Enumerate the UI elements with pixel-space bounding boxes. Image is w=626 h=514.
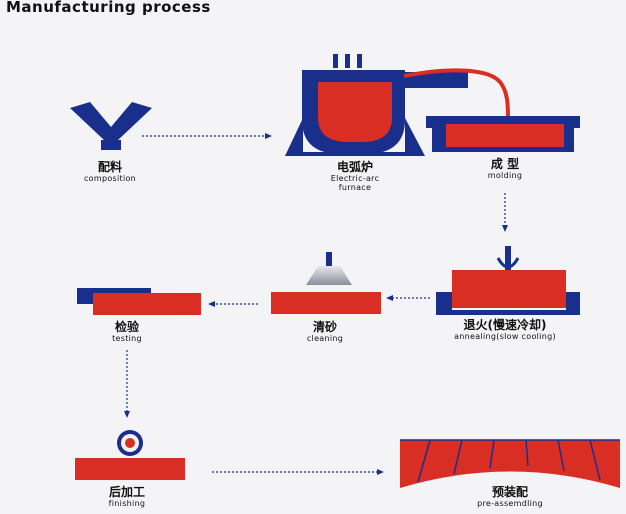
arrowheads (124, 133, 508, 475)
step-preassembling-en: pre-assemdling (477, 499, 543, 508)
annealing-icon (436, 246, 580, 315)
step-furnace-en-2: furnace (338, 183, 372, 192)
step-annealing-en: annealing(slow cooling) (454, 332, 556, 341)
step-furnace-cn: 电弧炉 (336, 160, 373, 174)
step-annealing-cn: 退火(慢速冷却) (463, 318, 547, 332)
finishing-icon (75, 430, 185, 480)
testing-icon (77, 288, 201, 315)
step-testing-en: testing (112, 334, 142, 343)
step-annealing: 退火(慢速冷却) annealing(slow cooling) (430, 318, 580, 341)
step-composition: 配料 composition (70, 160, 150, 183)
step-cleaning-en: cleaning (306, 334, 344, 343)
step-finishing: 后加工 finishing (87, 485, 167, 508)
step-molding-cn: 成 型 (490, 157, 520, 171)
electric-arc-furnace-icon (285, 54, 510, 156)
step-furnace-en-1: Electric-arc (330, 174, 380, 183)
step-finishing-en: finishing (108, 499, 146, 508)
pre-assembling-arch-icon (400, 439, 620, 488)
step-testing: 检验 testing (87, 320, 167, 343)
step-composition-en: composition (83, 174, 137, 183)
step-finishing-cn: 后加工 (108, 485, 145, 499)
step-molding: 成 型 molding (465, 157, 545, 180)
step-preassembling: 预装配 pre-assemdling (450, 485, 570, 508)
step-preassembling-cn: 预装配 (491, 485, 528, 499)
step-composition-cn: 配料 (97, 160, 122, 174)
step-furnace: 电弧炉 Electric-arc furnace (305, 160, 405, 192)
step-testing-cn: 检验 (114, 320, 139, 334)
diagram-title: Manufacturing process (6, 0, 211, 16)
composition-funnel-icon (70, 102, 152, 150)
cleaning-icon (271, 252, 381, 314)
step-molding-en: molding (487, 171, 523, 180)
step-cleaning: 清砂 cleaning (285, 320, 365, 343)
step-cleaning-cn: 清砂 (312, 320, 337, 334)
molding-icon (426, 116, 580, 152)
flow-arrows (126, 135, 506, 473)
